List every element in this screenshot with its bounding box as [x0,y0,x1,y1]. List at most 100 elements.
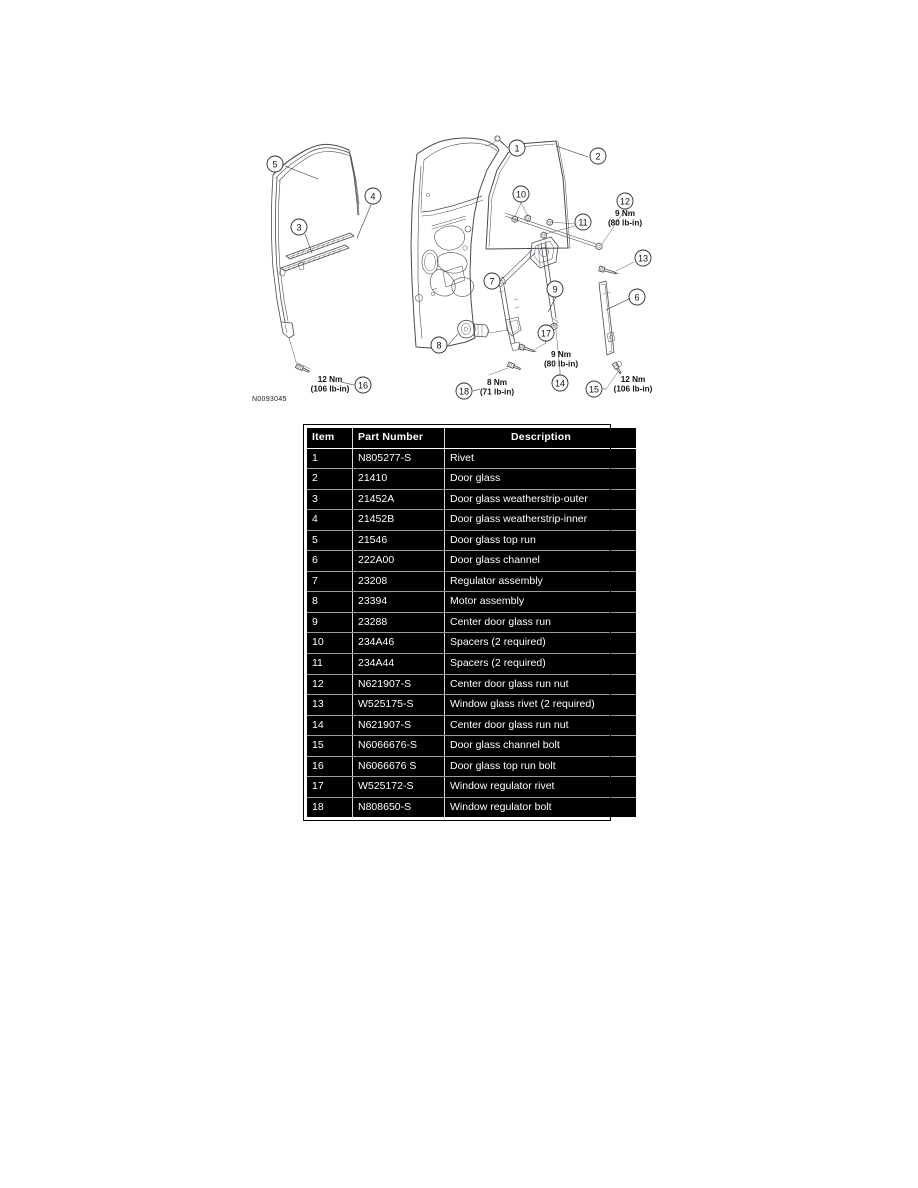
part-description-cell: Door glass top run bolt [444,756,636,778]
svg-text:5: 5 [272,160,277,170]
svg-text:12 Nm: 12 Nm [621,375,646,384]
part-number-cell: 222A00 [352,550,445,572]
svg-text:7: 7 [489,277,494,287]
parts-table-head: Item Part Number Description [307,428,636,449]
callout-bubble-9: 9 [546,280,564,298]
callout-bubble-7: 7 [483,272,501,290]
svg-text:9: 9 [552,285,557,295]
part-description-cell: Door glass channel [444,550,636,572]
svg-text:9 Nm: 9 Nm [551,350,571,359]
part-regulator-assembly [496,236,559,352]
part-description-cell: Motor assembly [444,591,636,613]
part-number-cell: N808650-S [352,797,445,818]
part-number-cell: 234A44 [352,653,445,675]
part-description-cell: Spacers (2 required) [444,653,636,675]
part-spacers-234a46 [511,202,531,223]
svg-text:8: 8 [436,341,441,351]
part-door-glass-top-run [271,143,360,339]
part-door-glass-channel [598,280,616,356]
part-item-number: 4 [307,509,353,531]
torque-labels: 12 Nm(106 lb-in)9 Nm(80 lb-in)9 Nm(80 lb… [311,209,653,397]
part-item-number: 15 [307,735,353,757]
torque-spec-2: 9 Nm(80 lb-in) [544,350,578,369]
column-header-item: Item [307,428,353,449]
part-spacers-234a44 [540,218,576,239]
part-number-cell: W525175-S [352,694,445,716]
part-number-cell: 21452A [352,489,445,511]
torque-spec-3: 8 Nm(71 lb-in) [480,378,514,397]
part-item-number: 9 [307,612,353,634]
part-rivet [484,135,508,148]
svg-text:11: 11 [578,218,587,228]
part-center-run-nut-lower [550,322,561,372]
svg-text:(80 lb-in): (80 lb-in) [608,219,642,228]
part-description-cell: Rivet [444,448,636,470]
svg-text:15: 15 [589,385,599,395]
part-description-cell: Window glass rivet (2 required) [444,694,636,716]
part-description-cell: Window regulator bolt [444,797,636,818]
part-number-cell: 234A46 [352,632,445,655]
callout-bubble-1: 1 [508,139,526,157]
part-door-inner-panel [410,137,500,349]
part-window-glass-rivet [598,261,635,275]
part-number-cell: 21410 [352,468,445,490]
torque-spec-1: 9 Nm(80 lb-in) [608,209,642,228]
callout-bubble-2: 2 [589,147,607,165]
part-center-run-nut-upper [595,212,624,251]
callout-bubble-17: 17 [537,324,555,342]
part-item-number: 13 [307,694,353,716]
svg-text:14: 14 [555,379,565,389]
part-item-number: 3 [307,489,353,511]
part-item-number: 14 [307,715,353,737]
part-item-number: 18 [307,797,353,818]
svg-text:(80 lb-in): (80 lb-in) [544,360,578,369]
part-item-number: 1 [307,448,353,470]
part-item-number: 6 [307,550,353,572]
part-description-cell: Regulator assembly [444,571,636,593]
svg-text:12 Nm: 12 Nm [318,375,343,384]
part-description-cell: Center door glass run [444,612,636,634]
svg-text:17: 17 [541,329,551,339]
part-number-cell: W525172-S [352,776,445,798]
callout-bubble-14: 14 [551,374,569,392]
svg-text:2: 2 [595,152,600,162]
leader-lines [284,140,634,392]
svg-text:(106 lb-in): (106 lb-in) [614,385,653,394]
svg-text:6: 6 [634,293,639,303]
column-header-part-number: Part Number [352,428,445,449]
part-item-number: 2 [307,468,353,490]
part-description-cell: Door glass top run [444,530,636,552]
part-number-cell: N6066676-S [352,735,445,757]
svg-text:16: 16 [358,381,368,391]
part-item-number: 5 [307,530,353,552]
part-item-number: 8 [307,591,353,613]
svg-text:8 Nm: 8 Nm [487,378,507,387]
svg-text:12: 12 [620,197,630,207]
callout-bubble-15: 15 [585,380,603,398]
part-number-cell: N6066676 S [352,756,445,778]
part-number-cell: 23208 [352,571,445,593]
part-number-cell: 21546 [352,530,445,552]
part-item-number: 17 [307,776,353,798]
part-door-glass-channel-bolt [605,361,622,390]
part-description-cell: Door glass [444,468,636,490]
part-number-cell: N805277-S [352,448,445,470]
part-door-glass-top-run-bolt [288,337,311,373]
